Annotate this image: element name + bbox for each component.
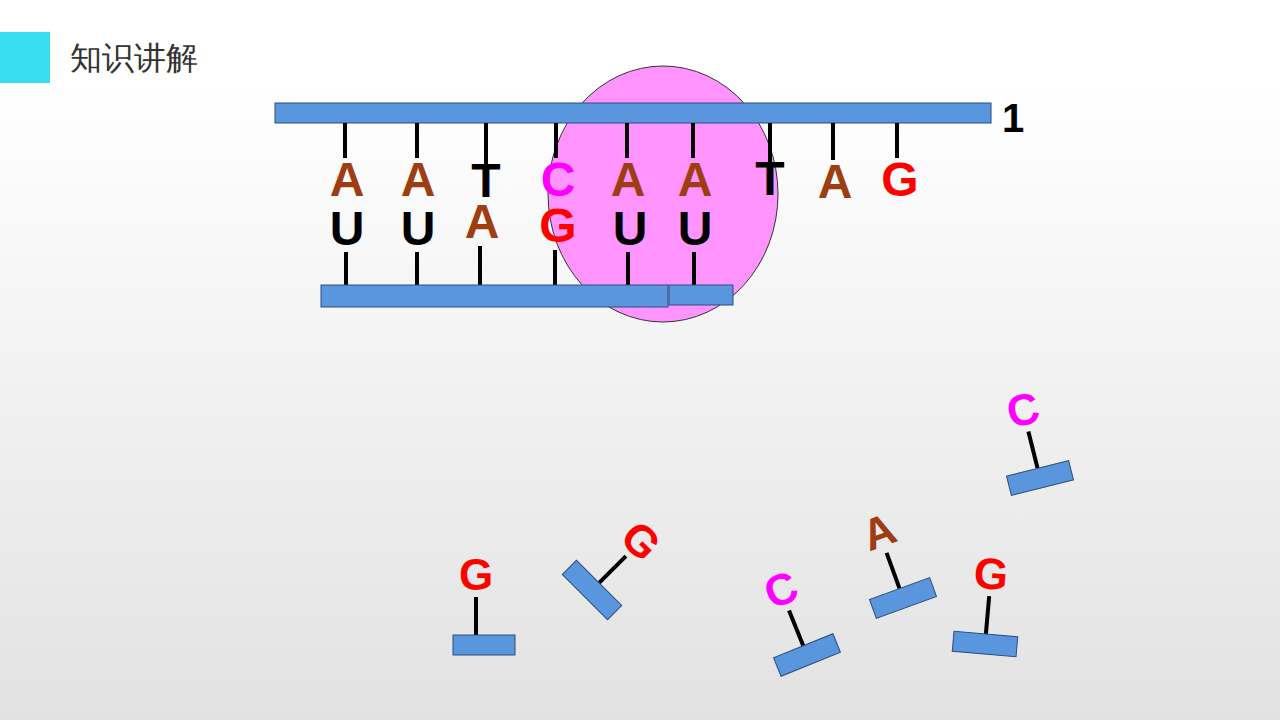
base-letter: C xyxy=(541,156,576,204)
base-stick xyxy=(626,252,630,285)
base-letter: G xyxy=(539,202,576,250)
base-letter: G xyxy=(459,553,493,597)
free-nucleotide xyxy=(857,542,937,618)
base-stick xyxy=(478,246,482,285)
base-stick xyxy=(599,556,626,583)
base-letter: T xyxy=(755,155,784,203)
base-stick xyxy=(887,553,900,589)
nucleotide-sugar xyxy=(562,560,621,619)
nucleotide-sugar xyxy=(870,578,937,619)
base-letter: U xyxy=(613,205,648,253)
base-letter: C xyxy=(758,564,804,617)
base-stick xyxy=(625,123,629,158)
base-stick xyxy=(831,123,835,160)
base-stick xyxy=(415,252,419,285)
nucleotide-sugar xyxy=(453,635,515,655)
nucleotide-sugar xyxy=(774,634,841,677)
base-stick xyxy=(554,123,558,158)
base-stick xyxy=(474,597,478,635)
free-nucleotide xyxy=(453,597,515,655)
base-stick xyxy=(692,252,696,285)
base-stick xyxy=(895,123,899,158)
callout-number: 1 xyxy=(1002,98,1024,138)
base-stick xyxy=(415,123,419,158)
base-letter: A xyxy=(465,198,500,246)
free-nucleotide xyxy=(997,424,1073,496)
base-letter: U xyxy=(401,205,436,253)
nucleotide-sugar xyxy=(1007,461,1074,496)
rna-strand-new-unit xyxy=(669,285,733,305)
base-letter: A xyxy=(857,506,902,558)
base-stick xyxy=(1028,431,1037,468)
base-letter: U xyxy=(330,205,365,253)
base-stick xyxy=(553,250,557,285)
base-letter: A xyxy=(401,156,436,204)
base-sticks xyxy=(345,123,897,285)
base-stick xyxy=(986,596,989,634)
base-stick xyxy=(343,123,347,158)
nucleotide-sugar xyxy=(952,631,1017,657)
base-letter: G xyxy=(972,551,1010,598)
base-letter: U xyxy=(678,205,713,253)
base-letter: A xyxy=(818,158,853,206)
title-marker xyxy=(0,32,50,83)
base-stick xyxy=(344,252,348,285)
base-stick xyxy=(789,610,803,645)
base-letter: G xyxy=(881,156,918,204)
free-nucleotide xyxy=(952,593,1021,656)
base-letter: C xyxy=(1002,385,1043,435)
base-letter: A xyxy=(611,156,646,204)
slide-title: 知识讲解 xyxy=(70,42,198,74)
base-letter: A xyxy=(330,156,365,204)
rna-strand xyxy=(321,285,668,307)
base-letter: A xyxy=(678,156,713,204)
base-stick xyxy=(691,123,695,158)
dna-strand xyxy=(275,103,991,123)
